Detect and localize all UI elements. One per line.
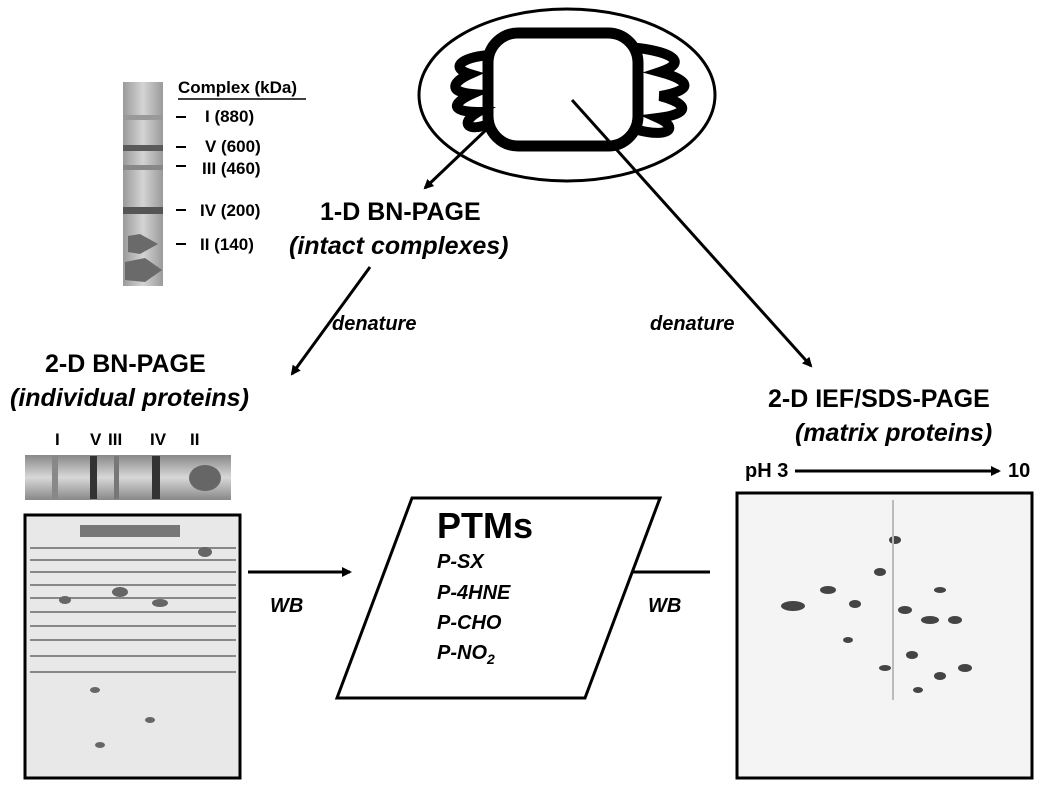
bn2d-strip (25, 455, 231, 500)
lane-label-i: I (55, 430, 60, 449)
arrow-mito-to-ief (570, 98, 813, 368)
bn2d-gel (23, 513, 242, 780)
bn2d-title: 2-D BN-PAGE (45, 350, 206, 378)
bn1d-title: 1-D BN-PAGE (320, 198, 481, 226)
denature-left-label: denature (332, 313, 417, 335)
ptm-item-psx: P-SX (437, 551, 484, 573)
band-label-i: I (880) (205, 107, 255, 126)
ief-gel (735, 491, 1034, 780)
ptm-title: PTMs (437, 505, 534, 546)
lane-label-iv: IV (150, 430, 167, 449)
ptm-item-pno2-prefix: P-NO (437, 642, 487, 664)
wb-right-label: WB (648, 595, 682, 617)
ptm-item-pcho: P-CHO (437, 612, 502, 634)
lane-label-iii: III (108, 430, 123, 449)
band-label-ii: II (140) (200, 235, 254, 254)
denature-right-label: denature (650, 313, 735, 335)
lane-label-ii: II (190, 430, 200, 449)
ptm-item-p4hne: P-4HNE (437, 582, 511, 604)
band-label-iv: IV (200) (200, 201, 261, 220)
ief-subtitle: (matrix proteins) (795, 419, 993, 447)
arrow-1d-to-2d (290, 266, 372, 376)
band-label-v: V (600) (205, 137, 261, 156)
ph-start-label: pH 3 (745, 460, 789, 482)
band-label-iii: III (460) (202, 159, 261, 178)
ptm-item-pno2: P-NO2 (437, 642, 495, 667)
bn1d-gel-lane (123, 82, 163, 286)
bn1d-subtitle: (intact complexes) (289, 232, 509, 260)
complex-header: Complex (kDa) (178, 78, 298, 97)
lane-label-v: V (90, 430, 102, 449)
ptm-item-pno2-subscript: 2 (487, 651, 495, 667)
ief-title: 2-D IEF/SDS-PAGE (768, 385, 990, 413)
arrow-mito-to-1d (423, 126, 490, 190)
bn2d-subtitle: (individual proteins) (10, 384, 249, 412)
bn1d-band-ticks (176, 116, 186, 245)
ptm-box (334, 496, 663, 700)
mitochondrion-illustration (417, 7, 717, 183)
wb-left-label: WB (270, 595, 304, 617)
ph-end-label: 10 (1008, 460, 1031, 482)
